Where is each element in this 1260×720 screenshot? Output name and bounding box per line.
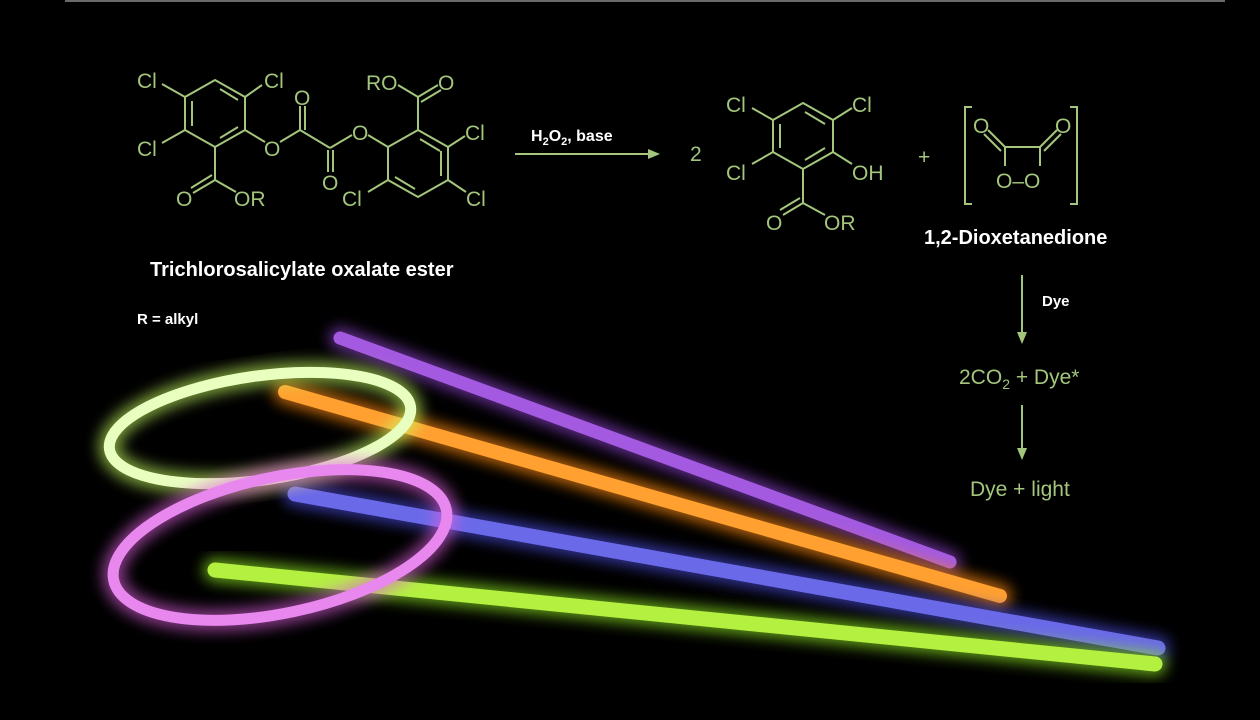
atom-o: O — [322, 172, 338, 195]
purple-glowstick — [329, 327, 961, 573]
light-step: Dye + light — [970, 405, 1070, 501]
co2-dye-excited: 2CO2 + Dye* — [959, 366, 1079, 392]
reagent-label: H2O2, base — [531, 128, 613, 148]
reaction-arrow: H2O2, base — [515, 128, 660, 159]
atom-or: OR — [234, 188, 266, 211]
atom-or: OR — [824, 212, 856, 235]
atom-cl: Cl — [342, 188, 362, 211]
dioxetanedione-label: 1,2-Dioxetanedione — [924, 227, 1107, 249]
trichlorosalicylate-structure: 2 Cl Cl Cl OH O OR + — [690, 94, 930, 235]
atom-o: O — [176, 188, 192, 211]
reactant-name: Trichlorosalicylate oxalate ester — [150, 259, 454, 281]
atom-o: O — [1055, 115, 1071, 138]
dye-light-result: Dye + light — [970, 478, 1070, 501]
r-group-note: R = alkyl — [137, 311, 198, 328]
atom-cl: Cl — [726, 162, 746, 185]
pink-bracelet — [102, 458, 458, 632]
top-divider — [65, 0, 1225, 2]
atom-cl: Cl — [852, 94, 872, 117]
atom-o: O — [264, 138, 280, 161]
dioxetanedione-structure: O O O–O — [964, 106, 1078, 205]
atom-oh: OH — [852, 162, 884, 185]
atom-cl: Cl — [137, 70, 157, 93]
dye-step: Dye 2CO2 + Dye* — [959, 275, 1079, 392]
atom-cl: Cl — [466, 188, 486, 211]
atom-cl: Cl — [137, 138, 157, 161]
oxalate-ester-structure: Cl Cl Cl O O O O O OR RO O Cl Cl Cl — [137, 70, 486, 211]
atom-cl: Cl — [726, 94, 746, 117]
atom-oo: O–O — [996, 170, 1040, 193]
atom-o: O — [352, 122, 368, 145]
atom-cl: Cl — [264, 70, 284, 93]
atom-o: O — [973, 115, 989, 138]
dye-arrow-label: Dye — [1042, 293, 1070, 310]
atom-o: O — [294, 87, 310, 110]
atom-ro: RO — [366, 72, 398, 95]
plus-sign: + — [918, 146, 930, 169]
atom-cl: Cl — [465, 122, 485, 145]
coefficient: 2 — [690, 143, 702, 166]
atom-o: O — [438, 72, 454, 95]
atom-o: O — [766, 212, 782, 235]
